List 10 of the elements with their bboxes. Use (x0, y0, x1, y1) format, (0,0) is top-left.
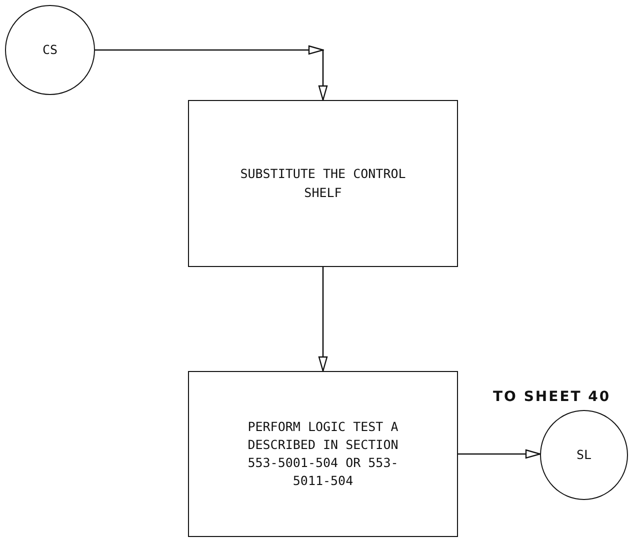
node-text: CS (42, 40, 58, 59)
process-box (188, 371, 458, 537)
process-box (188, 100, 458, 267)
node-text: PERFORM LOGIC TEST A DESCRIBED IN SECTION 553-5001-504 OR 553-5011-504 (246, 418, 400, 490)
node-text: SUBSTITUTE THE CONTROL SHELF (239, 165, 407, 202)
node-text: SL (576, 446, 592, 464)
arrow (95, 45, 328, 100)
arrow (458, 449, 541, 459)
arrow (318, 267, 328, 372)
sheet-reference: TO SHEET 40 (493, 389, 611, 405)
